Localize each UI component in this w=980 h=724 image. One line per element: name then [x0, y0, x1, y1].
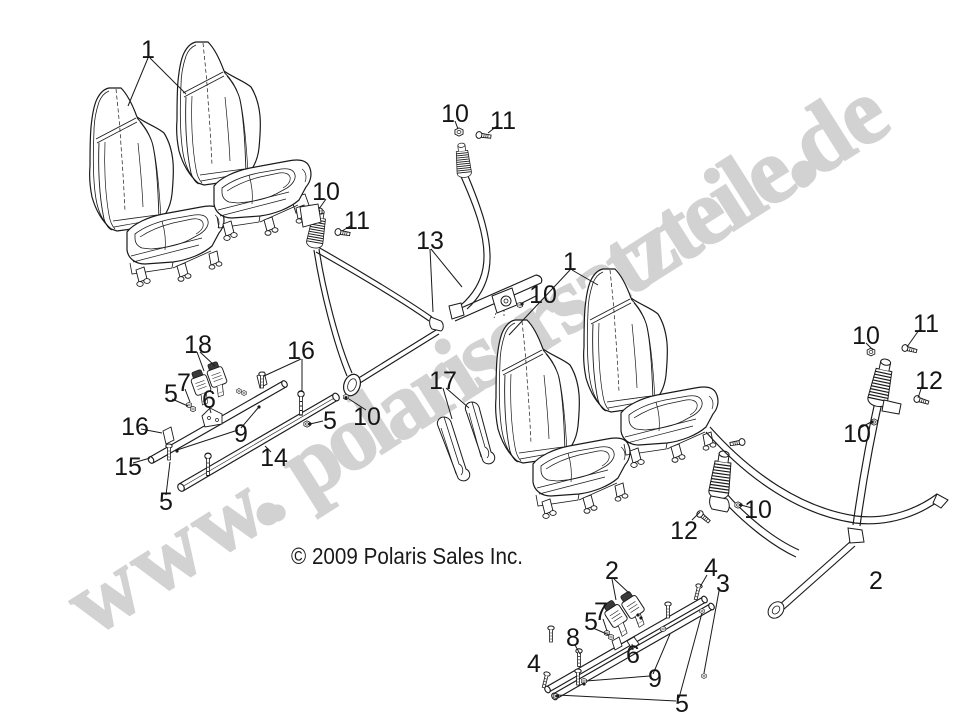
svg-text:10: 10: [353, 403, 381, 431]
svg-text:9: 9: [648, 665, 662, 693]
svg-text:10: 10: [852, 322, 880, 350]
svg-text:13: 13: [416, 227, 444, 255]
svg-text:1: 1: [563, 248, 577, 276]
svg-text:5: 5: [584, 608, 598, 636]
svg-text:11: 11: [344, 207, 370, 235]
svg-text:2: 2: [605, 557, 619, 585]
svg-text:14: 14: [260, 444, 288, 472]
svg-text:10: 10: [529, 281, 557, 309]
svg-text:4: 4: [704, 554, 718, 582]
svg-text:4: 4: [527, 650, 541, 678]
svg-text:16: 16: [121, 413, 149, 441]
svg-text:10: 10: [312, 178, 340, 206]
svg-text:5: 5: [164, 380, 178, 408]
svg-text:10: 10: [441, 100, 469, 128]
svg-text:5: 5: [323, 407, 337, 435]
svg-text:10: 10: [843, 420, 871, 448]
svg-text:11: 11: [490, 107, 516, 135]
svg-text:7: 7: [594, 598, 608, 626]
svg-text:16: 16: [287, 337, 315, 365]
svg-text:15: 15: [114, 453, 142, 481]
svg-text:11: 11: [913, 310, 939, 338]
svg-text:2: 2: [869, 567, 883, 595]
svg-text:6: 6: [202, 386, 216, 414]
svg-text:7: 7: [177, 369, 191, 397]
svg-text:© 2009 Polaris Sales Inc.: © 2009 Polaris Sales Inc.: [291, 543, 523, 569]
svg-text:12: 12: [670, 517, 698, 545]
svg-text:1: 1: [141, 36, 155, 64]
svg-text:10: 10: [744, 496, 772, 524]
svg-text:3: 3: [716, 570, 730, 598]
svg-text:5: 5: [675, 690, 689, 718]
svg-text:9: 9: [234, 420, 248, 448]
svg-text:6: 6: [626, 641, 640, 669]
svg-text:18: 18: [184, 331, 212, 359]
svg-text:8: 8: [566, 624, 580, 652]
svg-text:12: 12: [915, 367, 943, 395]
svg-text:17: 17: [429, 367, 457, 395]
svg-text:5: 5: [159, 488, 173, 516]
